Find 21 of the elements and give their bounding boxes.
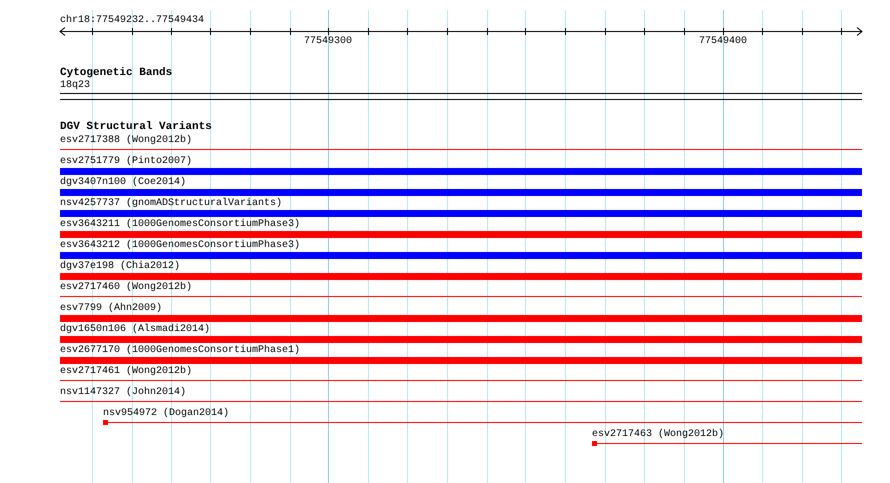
track-title: Cytogenetic Bands [60,67,172,79]
variant-label: esv2677170 (1000GenomesConsortiumPhase1) [60,345,300,357]
track-title: DGV Structural Variants [60,121,212,133]
variant-label: nsv954972 (Dogan2014) [103,408,230,420]
axis-tick-label: 77549400 [699,36,747,48]
variant-label: esv2717463 (Wong2012b) [592,429,724,441]
variant-label: nsv4257737 (gnomADStructuralVariants) [60,198,282,210]
axis-tick-label: 77549300 [304,36,352,48]
coordinate-range: chr18:77549232..77549434 [60,15,204,27]
variant-label: esv3643211 (1000GenomesConsortiumPhase3) [60,219,300,231]
variant-label: dgv1650n106 (Alsmadi2014) [60,324,210,336]
variant-label: nsv1147327 (John2014) [60,387,186,399]
variant-label: esv2717460 (Wong2012b) [60,282,192,294]
variant-label: esv3643212 (1000GenomesConsortiumPhase3) [60,240,300,252]
variant-label: esv2751779 (Pinto2007) [60,156,192,168]
variant-label: esv2717388 (Wong2012b) [60,135,192,147]
variant-label: dgv37e198 (Chia2012) [60,261,180,273]
variant-label: esv2717461 (Wong2012b) [60,366,192,378]
variant-label: esv7799 (Ahn2009) [60,303,162,315]
band-name: 18q23 [60,80,90,92]
variant-label: dgv3407n100 (Coe2014) [60,177,186,189]
